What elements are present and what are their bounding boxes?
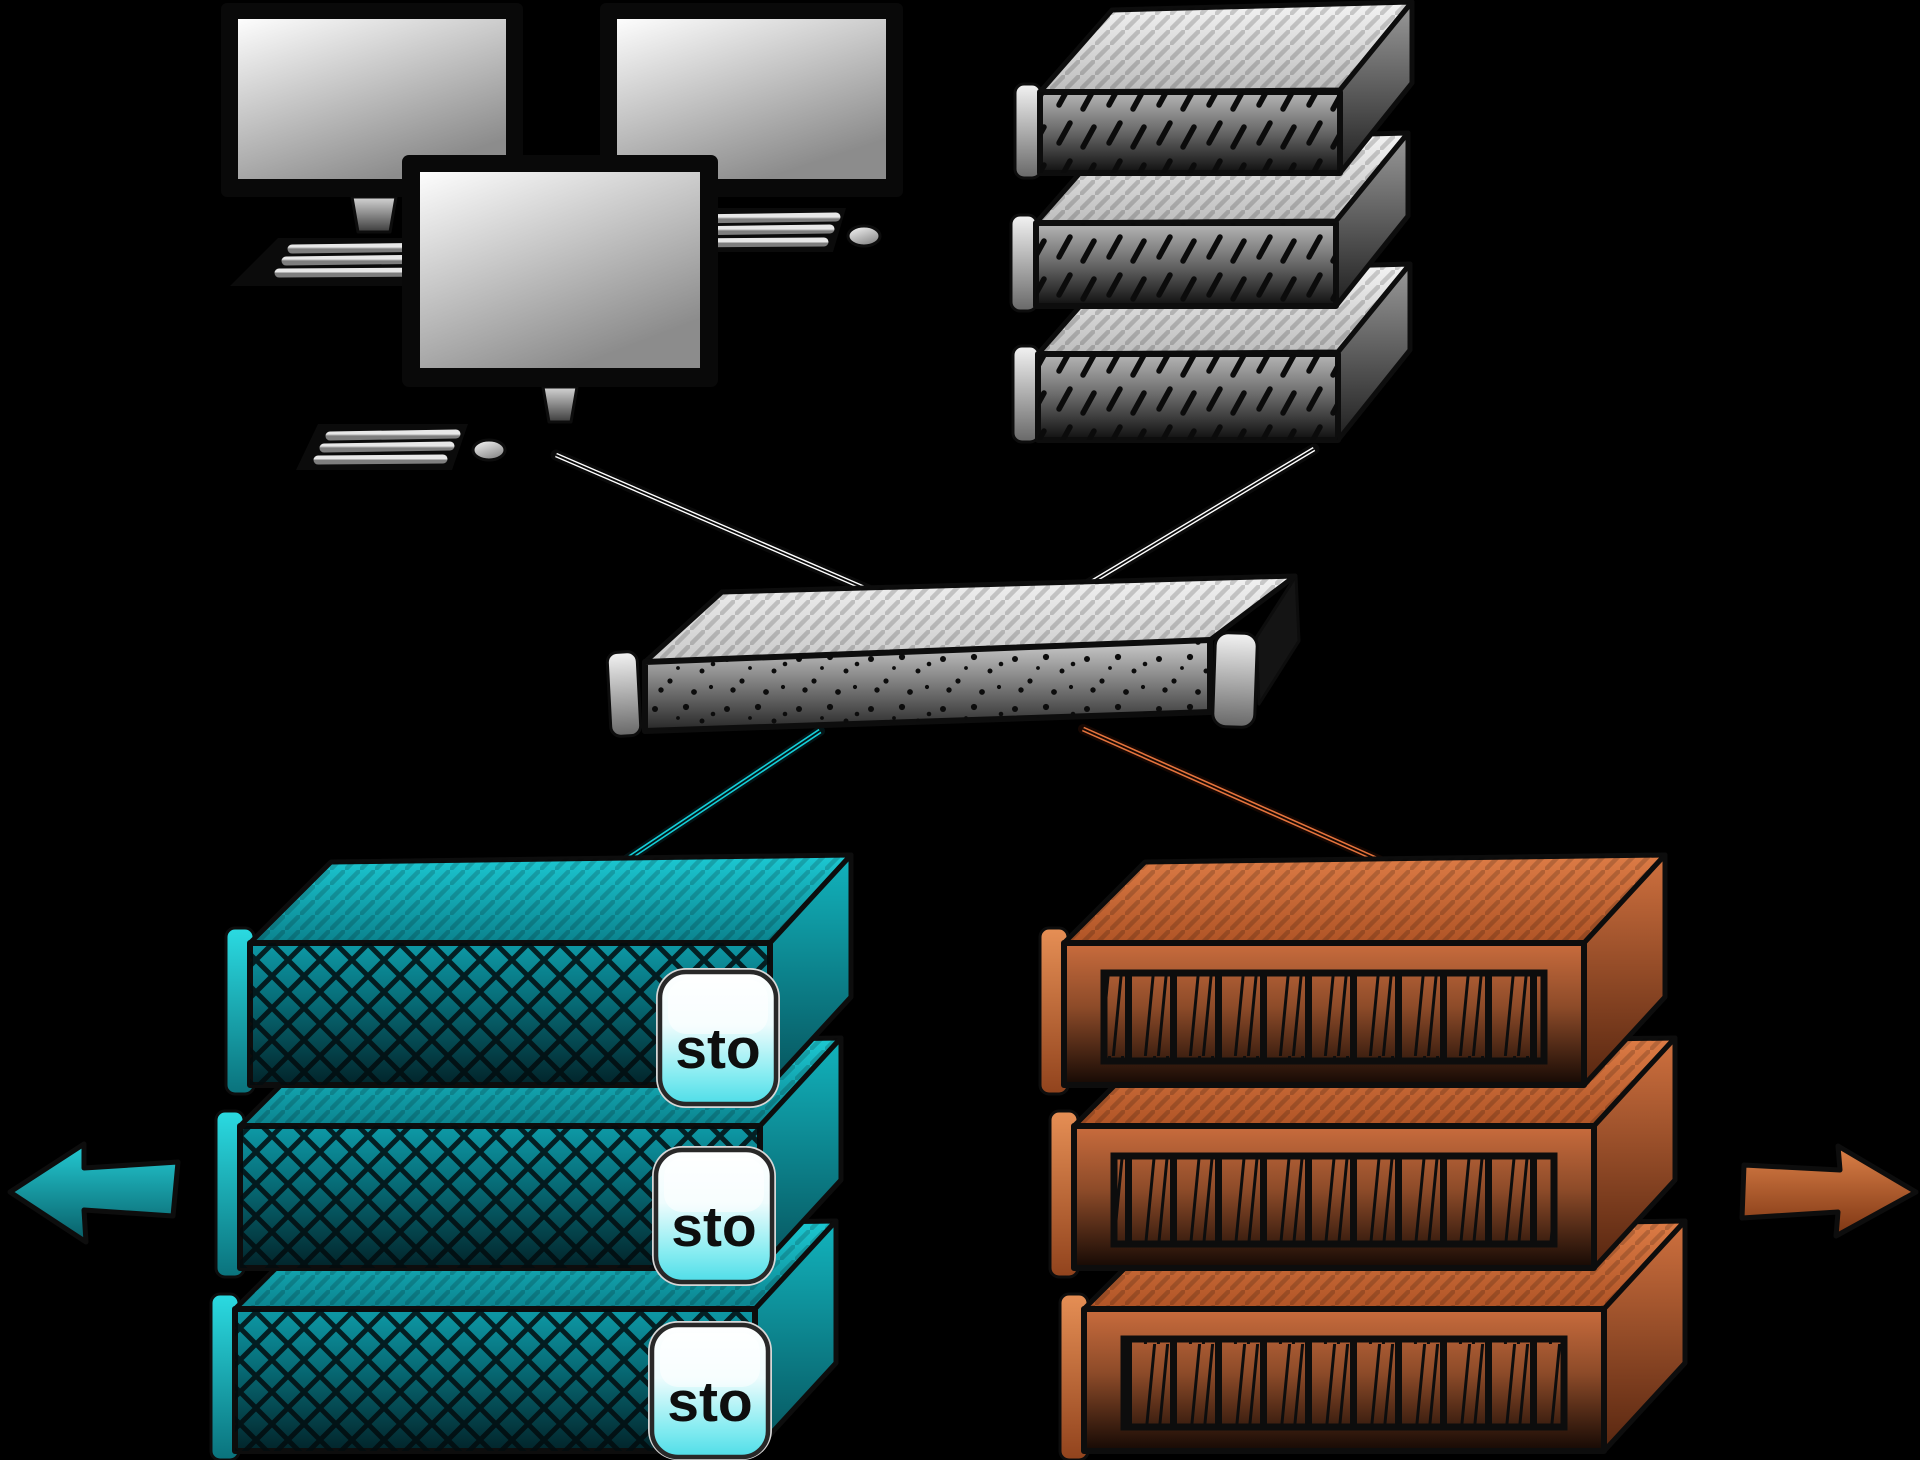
- mouse-icon: [846, 224, 882, 248]
- arrow-right-icon: [1739, 1143, 1919, 1239]
- link-switch-primary-storage: [615, 726, 825, 869]
- workstation-icon: [296, 155, 718, 470]
- server-top-hatch: [1040, 2, 1412, 92]
- monitor-screen: [238, 19, 506, 179]
- primary-storage-stack: sto sto sto: [209, 852, 854, 1460]
- storage-badge-gloss: [660, 1333, 760, 1387]
- storage-drive-grille: [1110, 1152, 1558, 1248]
- monitor-screen: [420, 172, 700, 368]
- monitor-stand: [350, 195, 398, 234]
- storage-drive-grille: [1100, 969, 1548, 1065]
- storage-array-icon: [1038, 852, 1668, 1096]
- network-switch-icon: [605, 573, 1301, 738]
- storage-badge-gloss: [668, 980, 768, 1034]
- storage-badge-gloss: [664, 1158, 764, 1212]
- storage-badge-label: sto: [675, 1017, 761, 1081]
- storage-badge-label: sto: [671, 1195, 757, 1259]
- monitor-stand: [541, 385, 579, 424]
- storage-top-hatch: [250, 855, 851, 943]
- switch-end-cap: [605, 650, 643, 738]
- workstation-icon: [600, 3, 903, 252]
- server-front-vents: [1040, 92, 1340, 173]
- arrow-left-icon: [7, 1141, 181, 1245]
- workstation-icon: [221, 3, 523, 286]
- link-workstations-switch: [550, 449, 884, 600]
- network-links-group: [550, 443, 1397, 871]
- rack-server-icon: [1013, 0, 1415, 180]
- switch-end-cap: [1211, 631, 1259, 729]
- storage-badge: sto: [652, 1146, 776, 1286]
- link-switch-secondary-storage: [1078, 724, 1397, 871]
- storage-badge-label: sto: [667, 1370, 753, 1434]
- keyboard-row: [313, 454, 448, 465]
- monitor-screen: [617, 19, 886, 179]
- storage-badge: sto: [656, 968, 780, 1108]
- server-front-vents: [1038, 354, 1338, 440]
- secondary-storage-stack: [1038, 852, 1688, 1460]
- server-stack-group: [1009, 0, 1415, 444]
- keyboard-row: [319, 441, 455, 453]
- client-workstations-group: [221, 3, 903, 470]
- mouse-icon: [471, 438, 507, 462]
- keyboard-row: [325, 429, 461, 441]
- server-front-vents: [1036, 223, 1336, 306]
- storage-badge: sto: [648, 1321, 772, 1460]
- switch-side-face: [1254, 574, 1301, 706]
- link-servers-switch: [1079, 443, 1320, 592]
- storage-drive-grille: [1120, 1335, 1568, 1431]
- storage-top-hatch: [1064, 855, 1665, 943]
- switch-front-speckle: [645, 640, 1210, 731]
